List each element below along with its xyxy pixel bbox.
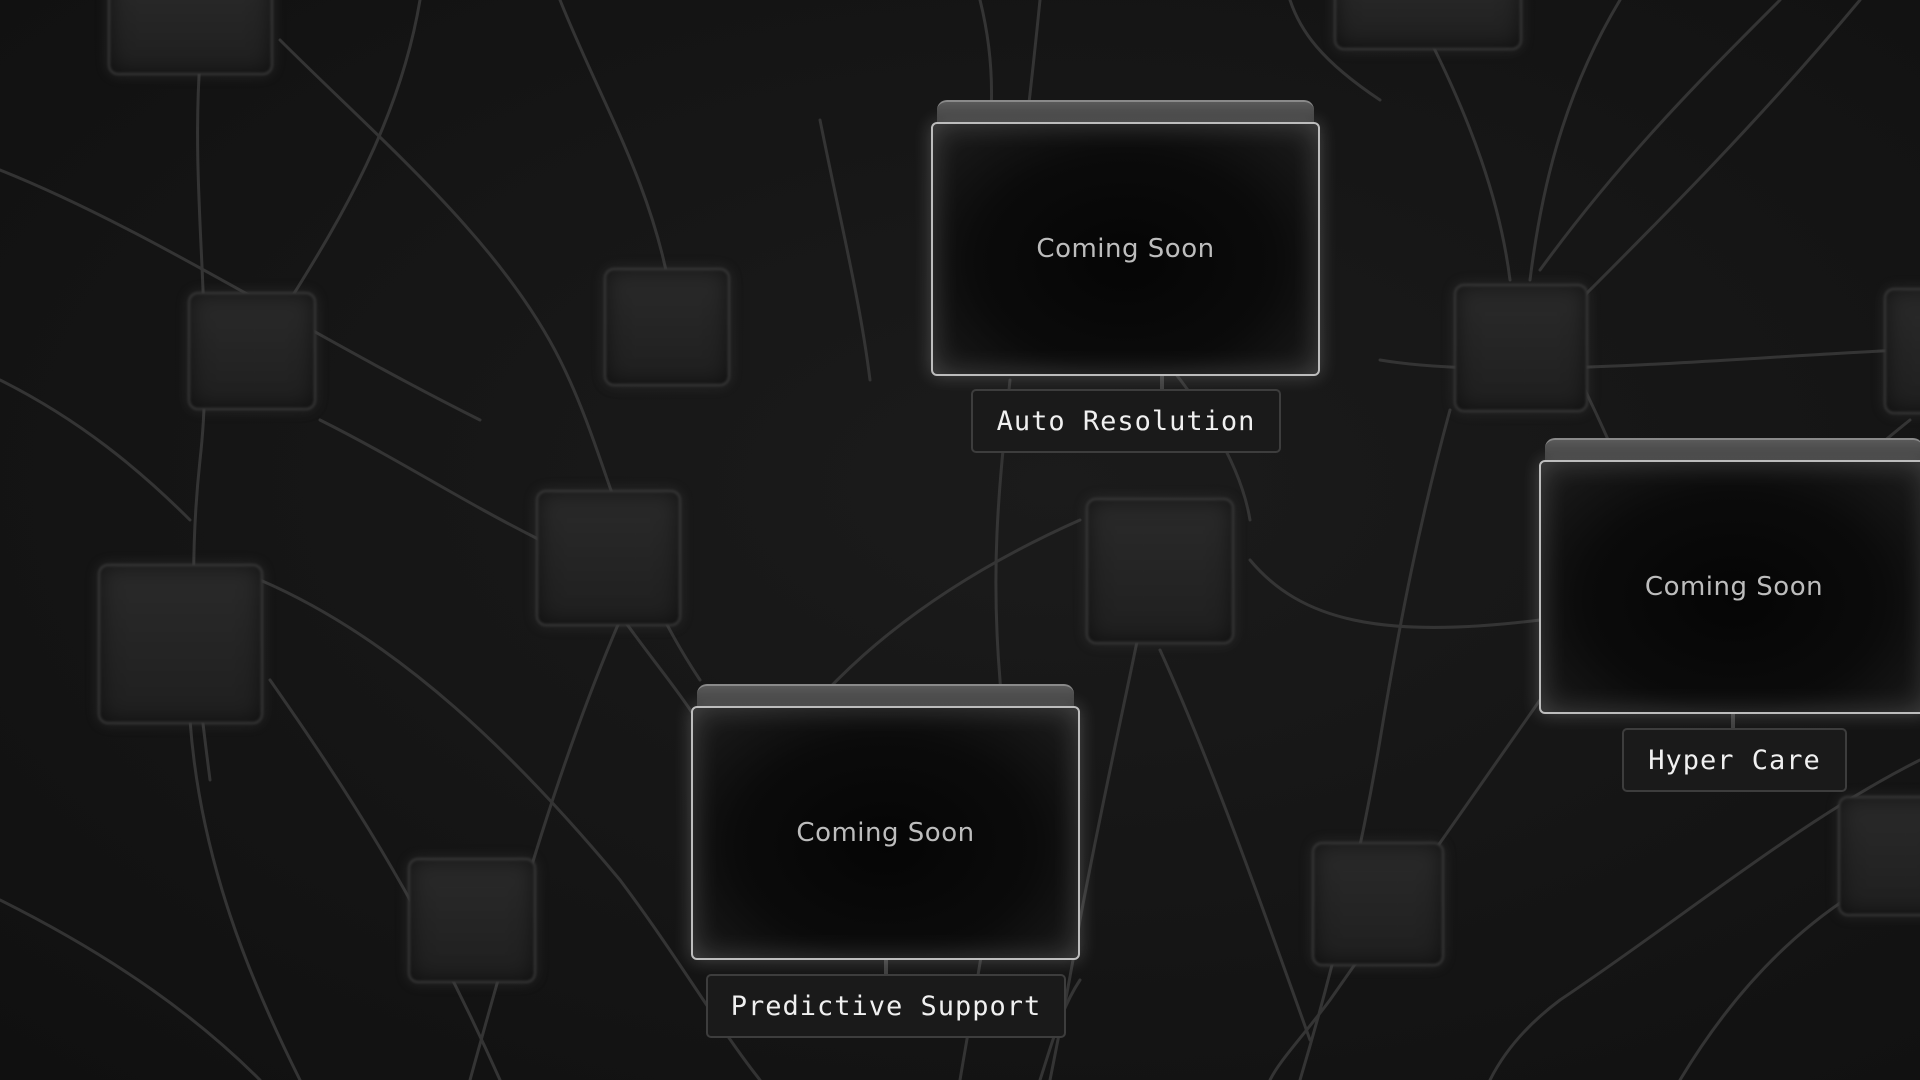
background-node [1884, 288, 1920, 414]
card-auto-resolution[interactable]: Coming Soon [931, 100, 1320, 376]
background-node [1454, 284, 1588, 412]
background-node [1312, 842, 1444, 966]
background-node [536, 490, 681, 626]
card-connector [1160, 372, 1164, 392]
status-text: Coming Soon [1644, 572, 1824, 602]
card-connector [1731, 712, 1735, 734]
background-node [98, 564, 263, 724]
background-node [188, 292, 316, 410]
background-node [408, 858, 536, 983]
label-hyper-care[interactable]: Hyper Care [1622, 728, 1847, 792]
background-node [108, 0, 273, 75]
card-predictive-support[interactable]: Coming Soon [691, 684, 1080, 960]
card-face: Coming Soon [1539, 460, 1920, 714]
card-hyper-care[interactable]: Coming Soon [1539, 438, 1920, 714]
status-text: Coming Soon [796, 818, 975, 848]
card-connector [884, 956, 888, 976]
background-node [604, 268, 730, 386]
background-node [1086, 498, 1234, 644]
card-face: Coming Soon [691, 706, 1080, 960]
background-node [1334, 0, 1522, 50]
background-node [1838, 796, 1920, 916]
label-auto-resolution[interactable]: Auto Resolution [971, 389, 1281, 453]
status-text: Coming Soon [1036, 234, 1215, 264]
card-face: Coming Soon [931, 122, 1320, 376]
label-predictive-support[interactable]: Predictive Support [706, 974, 1066, 1038]
